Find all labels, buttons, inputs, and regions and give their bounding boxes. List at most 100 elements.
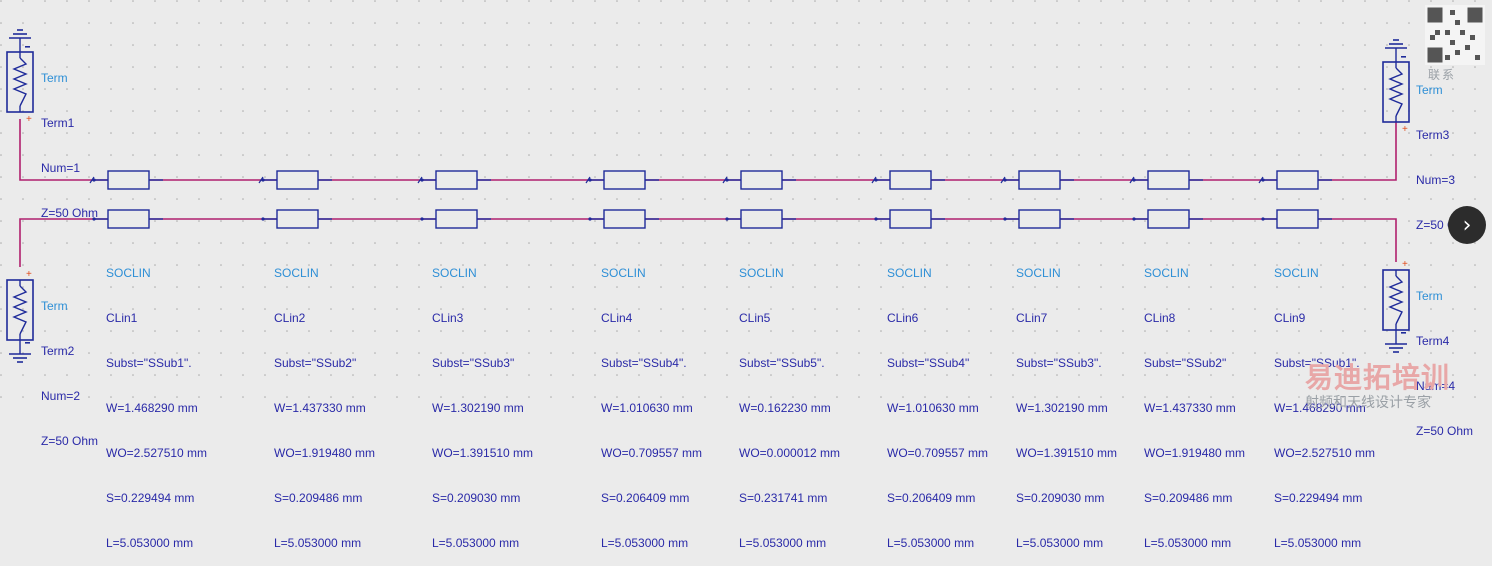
- clin6-symbol: [871, 170, 945, 229]
- clin3-type: SOCLIN: [432, 266, 477, 280]
- clin2-s: S=0.209486 mm: [274, 491, 363, 505]
- plus-marker: +: [26, 114, 32, 125]
- qr-code-icon: [1425, 5, 1485, 65]
- term1-type: Term: [41, 71, 68, 85]
- clin5-subst: Subst="SSub5".: [739, 356, 825, 370]
- clin4-wo: WO=0.709557 mm: [601, 446, 703, 460]
- clin2-wo: WO=1.919480 mm: [274, 446, 376, 460]
- clin5-wo: WO=0.000012 mm: [739, 446, 841, 460]
- clin6-name: CLin6: [887, 311, 919, 325]
- clin6-label: SOCLIN CLin6 Subst="SSub4" W=1.010630 mm…: [887, 236, 988, 566]
- clin2-label: SOCLIN CLin2 Subst="SSub2" W=1.437330 mm…: [274, 236, 375, 566]
- clin9-s: S=0.229494 mm: [1274, 491, 1363, 505]
- clin5-s: S=0.231741 mm: [739, 491, 828, 505]
- term4-name: Term4: [1416, 334, 1450, 348]
- clin6-l: L=5.053000 mm: [887, 536, 975, 550]
- watermark-subtitle: 射频和天线设计专家: [1305, 395, 1431, 411]
- pin-marker: [722, 176, 728, 184]
- plus-marker: +: [26, 269, 32, 280]
- pin-dot: [1132, 217, 1136, 221]
- clin1-subst: Subst="SSub1".: [106, 356, 192, 370]
- term1-impedance: Z=50 Ohm: [41, 206, 99, 220]
- pin-dot: [420, 217, 424, 221]
- term1-num: Num=1: [41, 161, 81, 175]
- clin2-subst: Subst="SSub2": [274, 356, 357, 370]
- pin-marker: [871, 176, 877, 184]
- clin5-name: CLin5: [739, 311, 771, 325]
- clin9-symbol: [1258, 170, 1332, 229]
- pin-dot: [1003, 217, 1007, 221]
- line-segment-bottom: [1276, 209, 1319, 229]
- line-segment-bottom: [1018, 209, 1061, 229]
- clin3-l: L=5.053000 mm: [432, 536, 520, 550]
- term3-num: Num=3: [1416, 173, 1456, 187]
- clin7-subst: Subst="SSub3".: [1016, 356, 1102, 370]
- clin7-wo: WO=1.391510 mm: [1016, 446, 1118, 460]
- watermark-logo: 易迪拓培训: [1305, 361, 1451, 394]
- clin7-w: W=1.302190 mm: [1016, 401, 1108, 415]
- clin4-type: SOCLIN: [601, 266, 646, 280]
- next-arrow-button[interactable]: ›: [1448, 206, 1486, 244]
- clin4-name: CLin4: [601, 311, 633, 325]
- pin-marker: [89, 176, 95, 184]
- pin-dot: [261, 217, 265, 221]
- clin4-l: L=5.053000 mm: [601, 536, 689, 550]
- clin3-label: SOCLIN CLin3 Subst="SSub3" W=1.302190 mm…: [432, 236, 533, 566]
- clin8-type: SOCLIN: [1144, 266, 1189, 280]
- term3-name: Term3: [1416, 128, 1450, 142]
- clin2-type: SOCLIN: [274, 266, 319, 280]
- clin7-name: CLin7: [1016, 311, 1048, 325]
- schematic-canvas[interactable]: + + + +: [0, 0, 1492, 415]
- clin2-l: L=5.053000 mm: [274, 536, 362, 550]
- clin8-s: S=0.209486 mm: [1144, 491, 1233, 505]
- clin9-name: CLin9: [1274, 311, 1306, 325]
- clin4-s: S=0.206409 mm: [601, 491, 690, 505]
- line-segment-bottom: [276, 209, 319, 229]
- pin-marker: [417, 176, 423, 184]
- clin8-l: L=5.053000 mm: [1144, 536, 1232, 550]
- plus-marker: +: [1402, 124, 1408, 135]
- clin6-w: W=1.010630 mm: [887, 401, 979, 415]
- clin4-label: SOCLIN CLin4 Subst="SSub4". W=1.010630 m…: [601, 236, 702, 566]
- term4-symbol: +: [1382, 259, 1410, 353]
- line-segment-bottom: [107, 209, 150, 229]
- minus-marker: [1401, 56, 1406, 58]
- top-wire: [19, 119, 1397, 181]
- clin4-w: W=1.010630 mm: [601, 401, 693, 415]
- clin5-label: SOCLIN CLin5 Subst="SSub5". W=0.162230 m…: [739, 236, 840, 566]
- clin6-wo: WO=0.709557 mm: [887, 446, 989, 460]
- pin-marker: [1000, 176, 1006, 184]
- line-segment-top: [740, 170, 783, 190]
- term4-type: Term: [1416, 289, 1443, 303]
- clin9-w: W=1.468290 mm: [1274, 401, 1366, 415]
- clin1-w: W=1.468290 mm: [106, 401, 198, 415]
- clin5-l: L=5.053000 mm: [739, 536, 827, 550]
- pin-marker: [585, 176, 591, 184]
- term1-symbol: +: [6, 29, 34, 125]
- clin5-type: SOCLIN: [739, 266, 784, 280]
- line-segment-top: [889, 170, 932, 190]
- clin8-label: SOCLIN CLin8 Subst="SSub2" W=1.437330 mm…: [1144, 236, 1245, 566]
- clin8-symbol: [1129, 170, 1203, 229]
- line-segment-bottom: [1147, 209, 1190, 229]
- clin5-symbol: [722, 170, 796, 229]
- line-segment-top: [435, 170, 478, 190]
- clin1-type: SOCLIN: [106, 266, 151, 280]
- term3-type: Term: [1416, 83, 1443, 97]
- clin3-w: W=1.302190 mm: [432, 401, 524, 415]
- line-segment-bottom: [435, 209, 478, 229]
- clin1-wo: WO=2.527510 mm: [106, 446, 208, 460]
- term1-name: Term1: [41, 116, 75, 130]
- clin7-type: SOCLIN: [1016, 266, 1061, 280]
- term2-impedance: Z=50 Ohm: [41, 434, 99, 448]
- clin3-name: CLin3: [432, 311, 464, 325]
- line-segment-top: [1147, 170, 1190, 190]
- pin-dot: [725, 217, 729, 221]
- clin6-type: SOCLIN: [887, 266, 932, 280]
- clin3-s: S=0.209030 mm: [432, 491, 521, 505]
- clin8-subst: Subst="SSub2": [1144, 356, 1227, 370]
- clin6-subst: Subst="SSub4": [887, 356, 970, 370]
- term2-symbol: +: [6, 269, 34, 363]
- clin8-wo: WO=1.919480 mm: [1144, 446, 1246, 460]
- clin6-s: S=0.206409 mm: [887, 491, 976, 505]
